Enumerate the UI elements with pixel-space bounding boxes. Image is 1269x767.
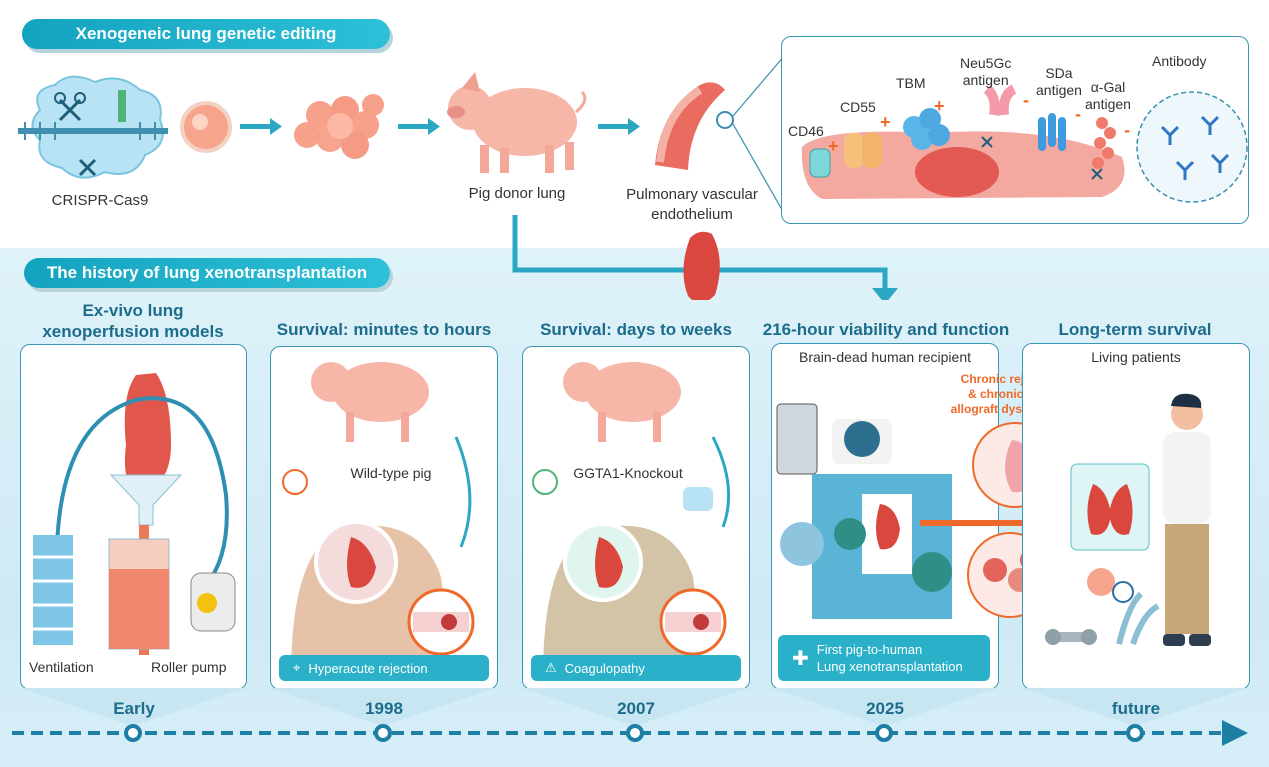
embryo-cluster: [294, 94, 384, 159]
cd55-plus: +: [880, 112, 891, 132]
lung-xenotransplantation-label: Lung xenotransplantation: [816, 659, 963, 674]
top-flow-illustration: [18, 54, 898, 300]
living-patient-illustration: [1045, 393, 1211, 646]
crispr-label: CRISPR-Cas9: [51, 192, 149, 209]
endothelium-label: Pulmonary vascular endothelium: [612, 185, 772, 225]
hyperacute-rejection-badge: ⌖ Hyperacute rejection: [279, 655, 489, 681]
donor-lung-icon: [683, 231, 720, 300]
stage-2-panel: Wild-type pig ⌖ Hyperacute rejection: [270, 346, 498, 690]
year-1998: 1998: [365, 699, 403, 718]
year-early: Early: [113, 699, 155, 718]
pig-donor-illustration: [447, 72, 587, 173]
stage-1-title-line2: xenoperfusion models: [42, 322, 224, 341]
ggta1-knockout-pig-illustration: [532, 362, 731, 677]
stage-3-panel: GGTA1-Knockout ⚠ Coagulopathy: [522, 346, 750, 690]
coagulopathy-label: Coagulopathy: [564, 660, 645, 676]
timeline-arrow-icon: [1222, 720, 1248, 746]
brain-dead-recipient-label: Brain-dead human recipient: [799, 349, 971, 365]
timeline-node-2025: [875, 724, 893, 742]
crispr-cas9-complex: [18, 75, 168, 179]
flow-arrows: [240, 118, 640, 135]
roller-pump-label: Roller pump: [151, 659, 227, 675]
neu5gc-minus: -: [1023, 90, 1029, 110]
stage-3-title: Survival: days to weeks: [540, 320, 732, 339]
stage-1-title: Ex-vivo lung xenoperfusion models: [20, 300, 246, 342]
coagulopathy-badge: ⚠ Coagulopathy: [531, 655, 741, 681]
ex-vivo-perfusion-illustration: [33, 373, 236, 655]
timeline-node-1998: [374, 724, 392, 742]
sda-minus: -: [1075, 104, 1081, 124]
stage-1-panel: Ventilation Roller pump: [20, 344, 247, 690]
stage-5-title: Long-term survival: [1058, 320, 1212, 339]
wild-type-pig-illustration: [282, 362, 475, 677]
neu5gc-label-line2: antigen: [962, 72, 1009, 88]
endothelium-label-line2: endothelium: [651, 206, 733, 223]
vessel-illustration: [655, 54, 786, 216]
bottom-section-title: The history of lung xenotransplantation: [24, 258, 390, 288]
living-patients-label: Living patients: [1091, 349, 1181, 365]
year-2007: 2007: [617, 699, 655, 718]
tbm-plus: +: [934, 96, 945, 116]
first-pig-to-human-badge: ✚ First pig-to-human Lung xenotransplant…: [778, 635, 990, 681]
timeline-node-early: [124, 724, 142, 742]
cd55-label: CD55: [840, 99, 876, 115]
sda-label-line1: SDa: [1045, 65, 1073, 81]
warning-icon: ⚠: [545, 660, 557, 675]
cd46-plus: +: [828, 136, 839, 156]
timeline-node-2007: [626, 724, 644, 742]
stage-1-title-line1: Ex-vivo lung: [82, 301, 184, 320]
cd46-label: CD46: [788, 123, 824, 139]
agal-label-line2: antigen: [1085, 96, 1131, 112]
agal-minus: -: [1124, 120, 1130, 140]
ventilation-label: Ventilation: [29, 659, 94, 675]
stage-4-title: 216-hour viability and function: [762, 320, 1010, 339]
pig-donor-label: Pig donor lung: [468, 185, 566, 202]
top-section-title: Xenogeneic lung genetic editing: [22, 19, 390, 49]
ggta1-knockout-label: GGTA1-Knockout: [573, 465, 683, 481]
first-pig-to-human-label: First pig-to-human: [816, 642, 923, 657]
agal-label-line1: α-Gal: [1090, 79, 1126, 95]
endothelial-cell-illustration: [801, 84, 1248, 203]
stage-2-title: Survival: minutes to hours: [276, 320, 492, 339]
neu5gc-label: Neu5Gc antigen: [960, 55, 1011, 89]
hyperacute-rejection-label: Hyperacute rejection: [308, 660, 428, 676]
sda-label-line2: antigen: [1036, 82, 1082, 98]
stage-5-panel: Living patients: [1022, 343, 1250, 690]
tbm-label: TBM: [896, 75, 926, 91]
timeline: [12, 688, 1248, 746]
medical-cross-icon: ✚: [792, 647, 809, 670]
target-icon: ⌖: [293, 660, 301, 675]
year-2025: 2025: [866, 699, 904, 718]
stage-4-panel: Brain-dead human recipient ✚ First pig-t…: [771, 343, 999, 690]
antibody-label: Antibody: [1152, 53, 1207, 69]
timeline-node-future: [1126, 724, 1144, 742]
antigen-panel: CD46 + CD55 + TBM + Neu5Gc antigen - SDa…: [781, 36, 1249, 224]
year-future: future: [1111, 699, 1161, 718]
agal-label: α-Gal antigen: [1085, 79, 1131, 113]
wild-type-pig-label: Wild-type pig: [350, 465, 432, 481]
endothelium-label-line1: Pulmonary vascular: [626, 186, 758, 203]
sda-label: SDa antigen: [1036, 65, 1082, 99]
neu5gc-label-line1: Neu5Gc: [960, 55, 1012, 71]
ventilation-canister: [33, 535, 73, 645]
surgery-illustration: [776, 403, 952, 619]
